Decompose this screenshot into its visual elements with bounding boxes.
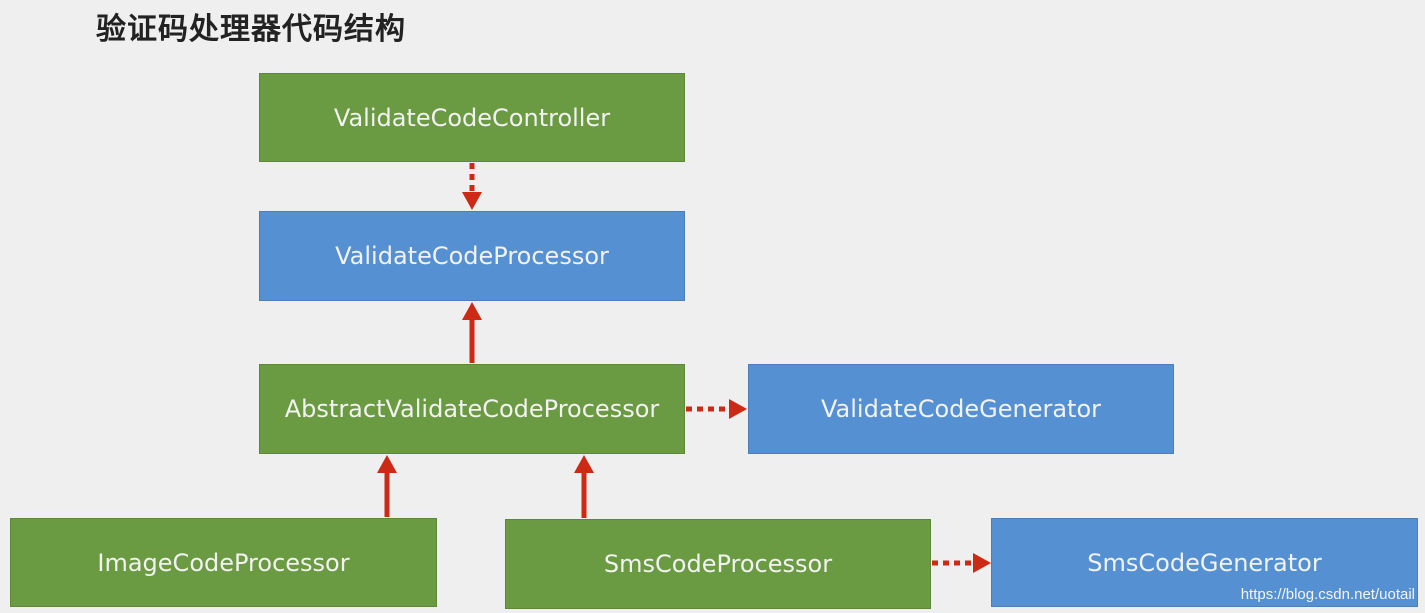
sms-code-processor-label: SmsCodeProcessor xyxy=(603,550,833,578)
inheritance-arrow-abstract-to-processor xyxy=(462,302,482,363)
sms-code-processor-box: SmsCodeProcessor xyxy=(505,519,931,609)
validate-code-processor-box: ValidateCodeProcessor xyxy=(259,211,685,301)
sms-code-generator-label: SmsCodeGenerator xyxy=(1087,548,1322,577)
inheritance-arrow-image-to-abstract xyxy=(377,455,397,517)
validate-code-generator-label: ValidateCodeGenerator xyxy=(820,395,1102,423)
dependency-arrow-abstract-to-generator xyxy=(686,399,747,419)
abstract-validate-code-processor-box: AbstractValidateCodeProcessor xyxy=(259,364,685,454)
validate-code-controller-label: ValidateCodeController xyxy=(333,103,611,132)
image-code-processor-box: ImageCodeProcessor xyxy=(10,518,437,607)
watermark-text: https://blog.csdn.net/uotail xyxy=(1240,586,1415,603)
validate-code-controller-box: ValidateCodeController xyxy=(259,73,685,162)
validate-code-generator-box: ValidateCodeGenerator xyxy=(748,364,1174,454)
dependency-arrow-controller-to-processor xyxy=(462,163,482,210)
diagram-title: 验证码处理器代码结构 xyxy=(96,12,406,47)
image-code-processor-label: ImageCodeProcessor xyxy=(97,548,350,577)
validate-code-processor-label: ValidateCodeProcessor xyxy=(335,242,609,270)
dependency-arrow-sms-to-sms-generator xyxy=(932,553,991,573)
abstract-validate-code-processor-label: AbstractValidateCodeProcessor xyxy=(284,395,660,423)
inheritance-arrow-sms-to-abstract xyxy=(574,455,594,518)
sms-code-generator-box: SmsCodeGenerator xyxy=(991,518,1418,607)
